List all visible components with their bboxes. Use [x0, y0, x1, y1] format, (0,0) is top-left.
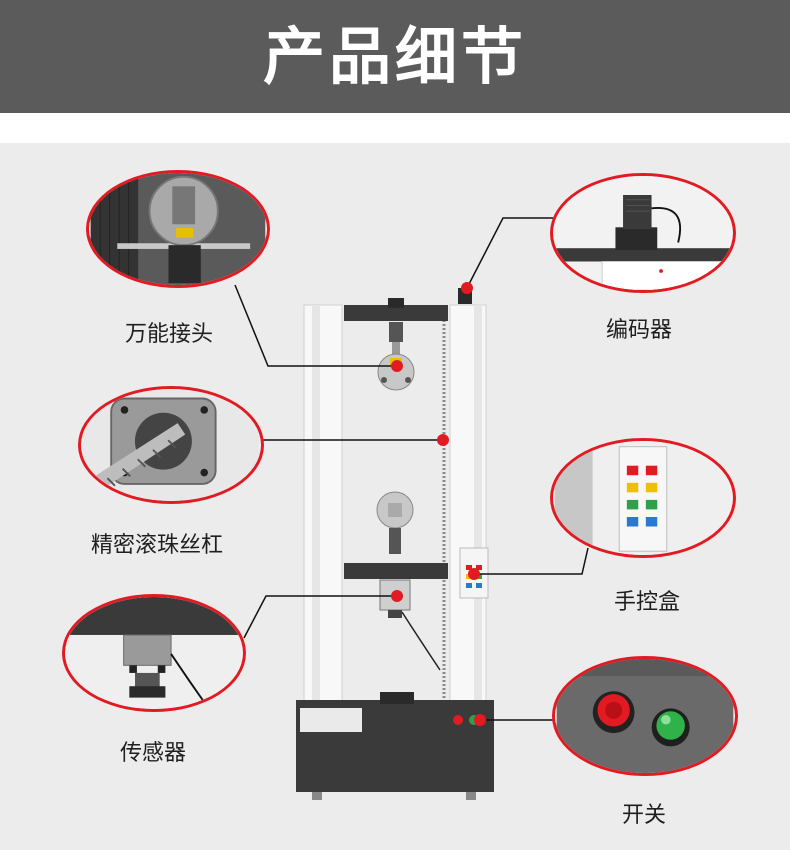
page-title: 产品细节	[262, 20, 527, 93]
encoder-detail-circle	[550, 173, 736, 293]
switch-detail-circle	[552, 656, 738, 776]
encoder-label: 编码器	[606, 318, 673, 343]
header-banner	[0, 0, 790, 113]
ball-screw-detail-circle	[78, 386, 264, 504]
sensor-label: 传感器	[120, 741, 187, 766]
encoder-detail-icon	[554, 176, 732, 290]
hand-control-box-label: 手控盒	[614, 590, 681, 615]
sensor-detail-circle	[62, 594, 246, 712]
ball-screw-detail-icon	[82, 389, 260, 501]
sensor-detail-icon	[66, 597, 242, 709]
universal-joint-label: 万能接头	[125, 322, 214, 347]
control-box-detail-circle	[550, 438, 736, 558]
switch-marker	[474, 714, 486, 726]
joint-detail-circle	[86, 170, 270, 288]
screw-marker	[437, 434, 449, 446]
control-box-marker	[468, 568, 480, 580]
joint-marker	[391, 360, 403, 372]
control-box-detail-icon	[554, 441, 732, 555]
switch-detail-icon	[556, 659, 734, 773]
sensor-marker	[391, 590, 403, 602]
switch-label: 开关	[622, 803, 667, 828]
joint-detail-icon	[90, 173, 266, 285]
divider-strip	[0, 113, 790, 143]
encoder-marker	[461, 282, 473, 294]
ball-screw-label: 精密滚珠丝杠	[91, 533, 224, 558]
